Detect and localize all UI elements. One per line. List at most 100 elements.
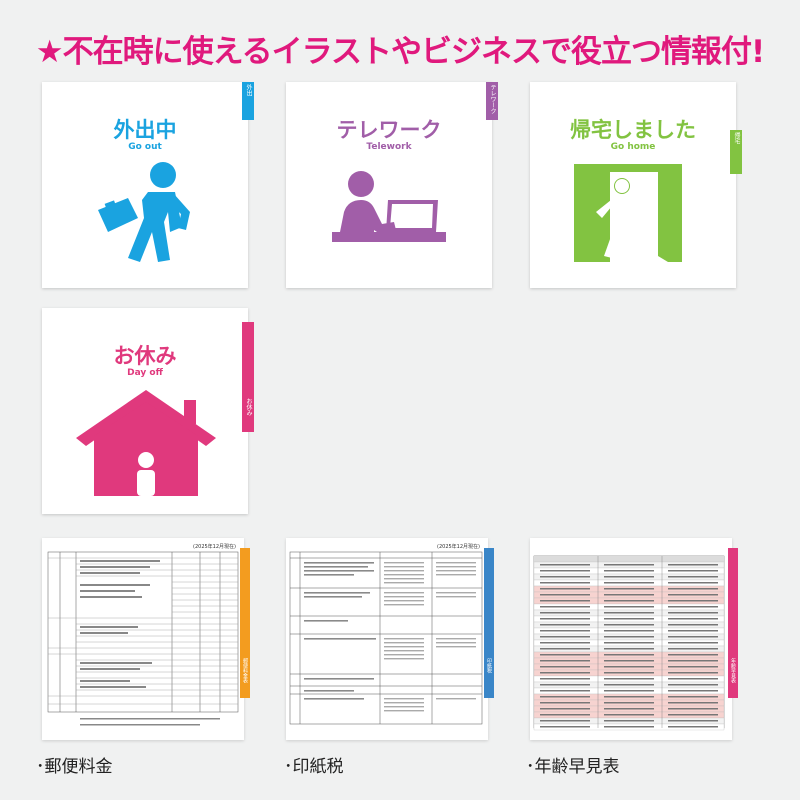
age-table-cell [668,636,718,638]
age-table-cell [604,600,654,602]
age-table-cell [668,600,718,602]
age-table-cell [540,666,590,668]
card-go-out[interactable]: 外出 外出中 Go out [42,82,254,288]
age-table-cell [604,702,654,704]
age-table-cell [604,624,654,626]
age-table-cell [540,606,590,608]
stamp-duty-table-thumbnail: (2025年12月現在) [289,543,483,725]
age-table-cell [668,672,718,674]
age-table-cell [604,582,654,584]
headline: ★不在時に使えるイラストやビジネスで役立つ情報付! [35,34,765,70]
postal-table-thumbnail: (2025年12月現在) [47,543,239,726]
card-tab: 帰宅 [730,130,742,174]
card-tab: お休み [242,322,254,432]
age-table-cell [540,702,590,704]
age-table-cell [604,588,654,590]
doc-tab: 年齢早見表 [728,548,738,698]
age-table-cell [540,678,590,680]
card-title-en: Telework [366,142,412,152]
person-laptop-icon [332,171,446,242]
age-table-cell [668,564,718,566]
age-table-cell [540,684,590,686]
house-icon [76,390,216,496]
age-table-cell [668,648,718,650]
age-table-cell [540,672,590,674]
card-title-jp: テレワーク [336,118,442,142]
age-table-cell [540,726,590,728]
doc-tab: 印紙税 [484,548,494,698]
age-table-cell [668,594,718,596]
age-table-cell [540,594,590,596]
age-table-cell [540,564,590,566]
age-table-cell [604,660,654,662]
age-table-cell [540,618,590,620]
age-table-cell [604,612,654,614]
age-table-cell [540,630,590,632]
age-table-cell [604,696,654,698]
person-exit-door-icon [574,164,682,262]
age-table-cell [540,708,590,710]
age-table-cell [668,660,718,662]
age-table-cell [604,606,654,608]
age-table-cell [604,708,654,710]
age-table-cell [668,708,718,710]
card-title-en: Day off [127,368,163,378]
age-table-cell [668,624,718,626]
age-table-cell [604,594,654,596]
age-table-cell [540,570,590,572]
age-table-cell [540,576,590,578]
age-table-cell [668,582,718,584]
age-table-cell [604,720,654,722]
age-table-cell [668,576,718,578]
age-table-cell [540,612,590,614]
age-table-cell [604,654,654,656]
age-table-cell [604,666,654,668]
card-go-home[interactable]: 帰宅 帰宅しました Go home [530,82,742,288]
doc-stamp-duty[interactable]: 印紙税 (2025年12月現在) [286,538,494,740]
age-table-cell [604,684,654,686]
age-table-cell [540,636,590,638]
age-table-cell [604,630,654,632]
age-table-cell [668,588,718,590]
age-table-cell [604,642,654,644]
caption-postal: ･郵便料金 [36,757,113,777]
age-table-cell [540,624,590,626]
age-table-cell [540,588,590,590]
age-table-cell [668,618,718,620]
card-title-jp: 外出中 [113,118,177,142]
age-table-cell [668,570,718,572]
age-table-cell [604,618,654,620]
age-table-cell [604,672,654,674]
doc-postal-rates[interactable]: 郵便料金表 (2025年12月現在) [42,538,250,740]
card-tab: テレワーク [486,82,498,120]
age-table-cell [540,660,590,662]
age-table-cell [668,696,718,698]
walking-person-briefcase-icon [98,162,190,262]
card-title-en: Go out [128,142,162,152]
age-table-cell [604,648,654,650]
age-table-cell [604,726,654,728]
age-table-cell [604,690,654,692]
card-tab: 外出 [242,82,254,120]
age-table-cell [668,702,718,704]
card-day-off[interactable]: お休み お休み Day off [42,308,254,514]
age-table-cell [540,654,590,656]
age-table-cell [668,630,718,632]
age-table-cell [604,570,654,572]
age-table-cell [668,726,718,728]
age-table-cell [540,714,590,716]
age-table-cell [604,576,654,578]
doc-age-chart[interactable]: 年齢早見表 [530,538,738,740]
age-table-cell [668,690,718,692]
age-table-cell [668,654,718,656]
caption-age-chart: ･年齢早見表 [526,757,620,777]
age-table-cell [604,564,654,566]
card-title-jp: 帰宅しました [570,118,696,142]
card-telework[interactable]: テレワーク テレワーク Telework [286,82,498,288]
age-table-cell [668,642,718,644]
age-table-cell [540,582,590,584]
age-table-cell [540,648,590,650]
doc-date: (2025年12月現在) [437,543,480,550]
age-table-cell [668,720,718,722]
age-table-cell [540,642,590,644]
